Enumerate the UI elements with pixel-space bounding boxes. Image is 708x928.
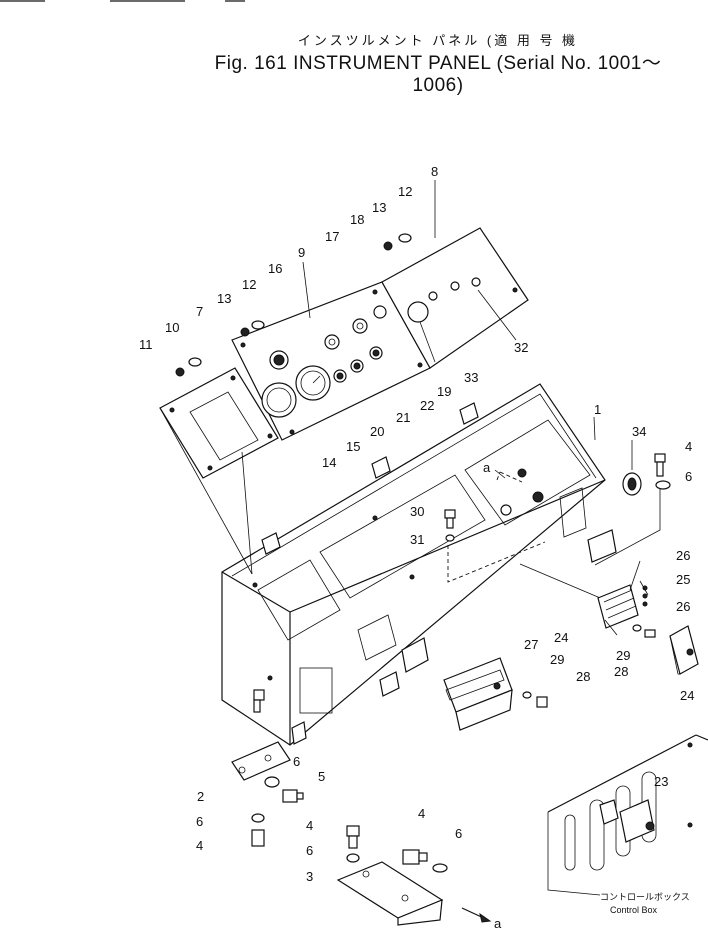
bracket-part-3: [336, 825, 492, 926]
callout-9: 9: [298, 245, 305, 260]
callout-32: 32: [514, 340, 528, 355]
callout-8: 8: [431, 164, 438, 179]
callout-27: 27: [524, 637, 538, 652]
bolt-right: [654, 453, 671, 490]
callout-2: 2: [197, 789, 204, 804]
callout-24: 24: [680, 688, 694, 703]
callout-11: 11: [139, 337, 153, 352]
terminal-cover: [669, 625, 699, 675]
bracket-part-2: [231, 689, 304, 847]
screw-part-28: [522, 691, 548, 708]
main-panel-housing: [221, 383, 617, 746]
callout-31: 31: [410, 532, 424, 547]
callout-14: 14: [322, 455, 336, 470]
callout-16: 16: [268, 261, 282, 276]
callout-a: a: [494, 916, 502, 928]
callout-12: 12: [242, 277, 256, 292]
callout-7: 7: [196, 304, 203, 319]
callout-26: 26: [676, 548, 690, 563]
callout-3: 3: [306, 869, 313, 884]
control-box-inset: [547, 734, 708, 896]
callout-6: 6: [293, 754, 300, 769]
callout-28: 28: [614, 664, 628, 679]
callout-1: 1: [594, 402, 601, 417]
callout-19: 19: [437, 384, 451, 399]
right-cover-plate: [381, 227, 529, 369]
callout-12: 12: [398, 184, 412, 199]
callout-4: 4: [306, 818, 313, 833]
callout-6: 6: [455, 826, 462, 841]
callout-6: 6: [685, 469, 692, 484]
callout-5: 5: [318, 769, 325, 784]
callout-30: 30: [410, 504, 424, 519]
gauge-panel: [231, 281, 431, 441]
callout-25: 25: [676, 572, 690, 587]
callout-29: 29: [616, 648, 630, 663]
screw-part-30: [444, 509, 456, 542]
callout-4: 4: [685, 439, 692, 454]
figure-title-japanese: インスツルメント パネル (適 用 号 機: [297, 33, 579, 48]
left-cover-plate: [159, 367, 279, 479]
control-box-caption: Control Box: [610, 905, 658, 915]
callout-20: 20: [370, 424, 384, 439]
callout-33: 33: [464, 370, 478, 385]
callout-21: 21: [396, 410, 410, 425]
callout-24: 24: [554, 630, 568, 645]
callout-4: 4: [196, 838, 203, 853]
grommet-part-34: [622, 472, 642, 496]
callout-a: a: [483, 460, 491, 475]
control-box-caption-japanese: コントロールボックス: [600, 892, 690, 902]
callout-labels: 8 12 13 18 17 9 16 12 13 10 7 11 32 33 1…: [139, 164, 694, 928]
terminal-block: [597, 584, 656, 638]
callout-4: 4: [418, 806, 425, 821]
callout-26: 26: [676, 599, 690, 614]
panel-fasteners: [175, 233, 412, 377]
callout-23: 23: [654, 774, 668, 789]
callout-leaders: [302, 180, 649, 636]
callout-29: 29: [550, 652, 564, 667]
callout-18: 18: [350, 212, 364, 227]
callout-22: 22: [420, 398, 434, 413]
callout-17: 17: [325, 229, 339, 244]
figure-title: Fig. 161 INSTRUMENT PANEL (Serial No. 10…: [214, 53, 662, 96]
callout-13: 13: [217, 291, 231, 306]
callout-10: 10: [165, 320, 179, 335]
callout-28: 28: [576, 669, 590, 684]
callout-13: 13: [372, 200, 386, 215]
callout-34: 34: [632, 424, 646, 439]
callout-15: 15: [346, 439, 360, 454]
callout-6: 6: [306, 843, 313, 858]
callout-6: 6: [196, 814, 203, 829]
switch-part-27: [443, 657, 513, 731]
